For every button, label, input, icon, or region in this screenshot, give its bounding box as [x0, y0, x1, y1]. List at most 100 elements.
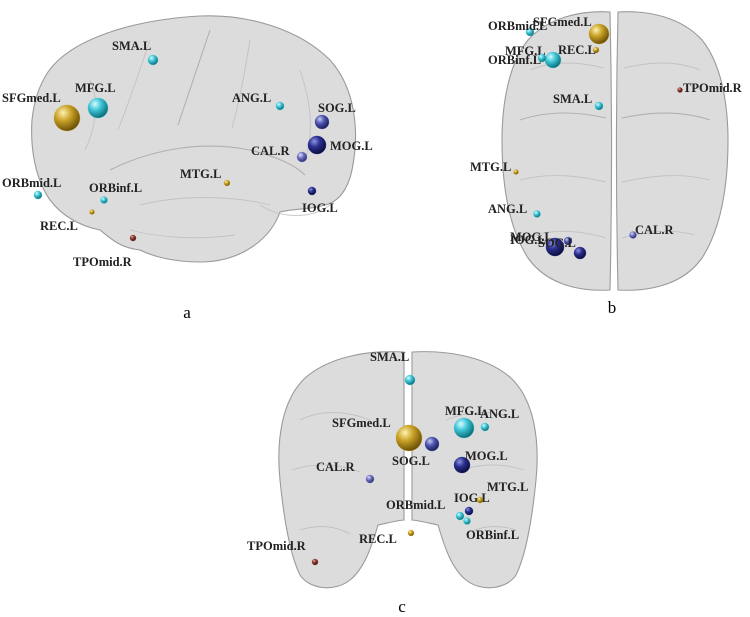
node-a-rec-l — [89, 209, 95, 215]
node-label-b-orbinf-l: ORBinf.L — [488, 53, 541, 67]
node-b-iog-l — [573, 246, 587, 260]
node-label-b-sog-l: SOG.L — [538, 236, 576, 250]
node-label-c-mfg-l: MFG.L — [445, 404, 486, 418]
node-label-b-cal-r: CAL.R — [635, 223, 675, 237]
node-label-c-rec-l: REC.L — [359, 532, 397, 546]
brain-lateral-outline — [31, 15, 357, 263]
node-label-b-sma-l: SMA.L — [553, 92, 592, 106]
node-c-iog-l — [464, 506, 474, 516]
dorsal-central-sulcus-right — [621, 112, 711, 121]
node-label-a-iog-l: IOG.L — [302, 201, 338, 215]
node-label-b-mfg-l: MFG.L — [505, 44, 546, 58]
sulcus-line — [299, 69, 311, 161]
node-label-b-ang-l: ANG.L — [488, 202, 527, 216]
node-a-sog-l — [314, 114, 330, 130]
node-b-orbinf-l — [537, 53, 547, 63]
panel-a: a — [31, 15, 357, 322]
node-c-rec-l — [407, 529, 415, 537]
node-label-c-ang-l: ANG.L — [480, 407, 519, 421]
sulcus-line — [299, 412, 371, 421]
sulcus-line — [621, 230, 696, 239]
node-c-ang-l — [480, 422, 490, 432]
sulcus-line — [529, 62, 605, 71]
node-label-b-sfgmed-l: SFGmed.L — [533, 15, 592, 29]
node-c-orbinf-l — [463, 517, 471, 525]
panel-label-b: b — [608, 298, 617, 317]
panel-a-nodes: SMA.LSFGmed.LMFG.LANG.LSOG.LMOG.LCAL.RMT… — [2, 39, 373, 269]
sulcus-line — [519, 175, 607, 183]
node-a-sfgmed-l — [53, 104, 81, 132]
sulcus-line — [129, 229, 236, 239]
node-label-b-mog-l: MOG.L — [510, 230, 553, 244]
node-b-cal-r — [629, 231, 637, 239]
node-c-mfg-l — [453, 417, 475, 439]
node-a-iog-l — [307, 186, 317, 196]
panel-b: b — [501, 11, 729, 317]
node-label-c-sma-l: SMA.L — [370, 350, 409, 364]
node-label-c-sfgmed-l: SFGmed.L — [332, 416, 391, 430]
node-c-sog-l — [424, 436, 440, 452]
node-b-mtg-l — [513, 169, 519, 175]
brain-dorsal-left-hemisphere — [501, 11, 613, 291]
node-b-ang-l — [533, 210, 541, 218]
node-label-a-ang-l: ANG.L — [232, 91, 271, 105]
node-b-sma-l — [594, 101, 604, 111]
dorsal-central-sulcus-left — [519, 112, 607, 121]
node-label-b-iog-l: IOG.L — [510, 233, 546, 247]
node-label-a-orbinf-l: ORBinf.L — [89, 181, 142, 195]
sulcus-line — [623, 62, 701, 71]
brain-dorsal-right-hemisphere — [615, 11, 729, 291]
cerebellum-outline — [259, 204, 331, 216]
node-label-c-tpomid-r: TPOmid.R — [247, 539, 307, 553]
sulcus-line — [445, 412, 517, 421]
nodes-layer: SMA.LSFGmed.LMFG.LANG.LSOG.LMOG.LCAL.RMT… — [2, 15, 743, 566]
node-a-ang-l — [275, 101, 285, 111]
node-c-tpomid-r — [311, 558, 319, 566]
node-label-a-sfgmed-l: SFGmed.L — [2, 91, 61, 105]
node-label-b-orbmid-l: ORBmid.L — [488, 19, 547, 33]
node-c-sfgmed-l — [395, 424, 423, 452]
node-c-mog-l — [453, 456, 471, 474]
node-label-c-sog-l: SOG.L — [392, 454, 430, 468]
sulcus-line — [465, 526, 517, 535]
node-b-sog-l — [563, 236, 573, 246]
node-label-b-rec-l: REC.L — [558, 43, 596, 57]
node-label-a-orbmid-l: ORBmid.L — [2, 176, 61, 190]
sulcus-line — [117, 39, 151, 131]
brain-coronal-left-hemisphere — [278, 351, 405, 589]
panel-label-a: a — [183, 303, 191, 322]
central-sulcus — [177, 29, 211, 126]
node-a-mog-l — [307, 135, 327, 155]
node-label-a-tpomid-r: TPOmid.R — [73, 255, 133, 269]
node-label-c-mtg-l: MTG.L — [487, 480, 528, 494]
node-a-orbinf-l — [100, 196, 108, 204]
node-label-a-mog-l: MOG.L — [330, 139, 373, 153]
node-c-sma-l — [404, 374, 416, 386]
node-a-tpomid-r — [129, 234, 137, 242]
node-b-mog-l — [545, 237, 565, 257]
node-label-a-sog-l: SOG.L — [318, 101, 356, 115]
node-label-c-cal-r: CAL.R — [316, 460, 356, 474]
node-c-orbmid-l — [455, 511, 465, 521]
sulcus-line — [299, 526, 351, 535]
node-b-tpomid-r — [677, 87, 683, 93]
node-b-rec-l — [592, 46, 600, 54]
sulcus-line — [291, 464, 361, 473]
brain-coronal-right-hemisphere — [411, 351, 538, 589]
node-b-sfgmed-l — [588, 23, 610, 45]
panel-label-c: c — [398, 597, 406, 616]
node-label-c-iog-l: IOG.L — [454, 491, 490, 505]
node-a-sma-l — [147, 54, 159, 66]
sulcus-line — [534, 230, 607, 239]
node-label-b-tpomid-r: TPOmid.R — [683, 81, 743, 95]
node-a-cal-r — [296, 151, 308, 163]
node-label-a-sma-l: SMA.L — [112, 39, 151, 53]
node-label-a-cal-r: CAL.R — [251, 144, 291, 158]
sulcus-line — [621, 175, 711, 183]
node-label-b-mtg-l: MTG.L — [470, 160, 511, 174]
sulcus-line — [139, 197, 271, 206]
node-a-mtg-l — [223, 179, 231, 187]
sulcus-line — [231, 39, 251, 129]
lateral-fissure — [109, 145, 306, 176]
